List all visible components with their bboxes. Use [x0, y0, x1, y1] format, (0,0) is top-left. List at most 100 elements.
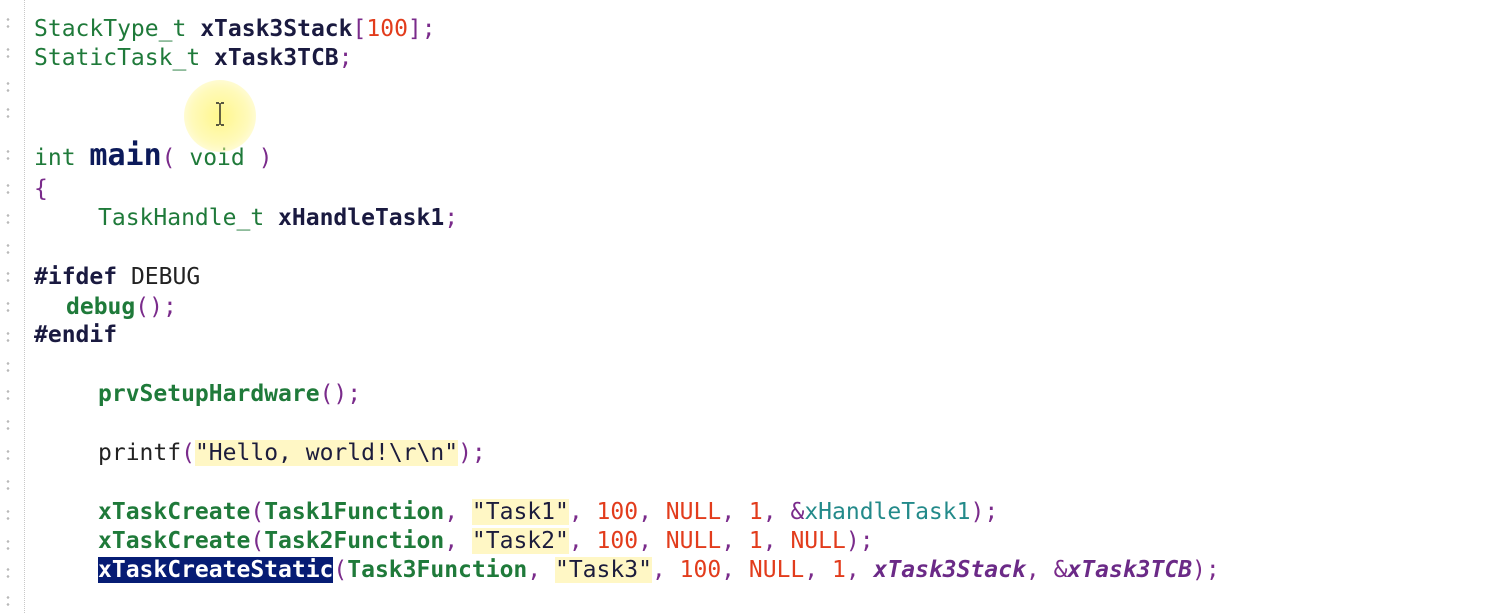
punctuation: ( — [161, 145, 190, 171]
punctuation: (); — [319, 381, 362, 407]
fold-marker — [6, 106, 10, 120]
punctuation: ]; — [407, 16, 436, 42]
fold-marker — [6, 16, 10, 30]
identifier-token: xTask3Stack — [873, 557, 1026, 583]
function-call-token: xTaskCreate — [98, 528, 251, 554]
punctuation: , — [804, 557, 832, 583]
code-line-1[interactable]: StackType_t xTask3Stack[100]; — [34, 14, 436, 44]
punctuation: { — [34, 176, 48, 202]
code-line-setup[interactable]: prvSetupHardware(); — [98, 379, 361, 409]
number-token: 1 — [831, 557, 846, 583]
string-literal: "Task2" — [471, 528, 569, 554]
constant-token: NULL — [790, 528, 846, 554]
punctuation: , — [638, 499, 666, 525]
number-token: 1 — [748, 528, 763, 554]
code-line-5[interactable]: TaskHandle_t xHandleTask1; — [98, 203, 458, 233]
punctuation: (); — [135, 294, 177, 320]
punctuation: , — [762, 499, 791, 525]
number-token: 100 — [596, 528, 639, 554]
punctuation: , — [444, 528, 472, 554]
punctuation: , — [568, 499, 597, 525]
space — [200, 45, 214, 71]
fold-marker — [6, 212, 10, 226]
preprocessor-token: #ifdef — [34, 264, 118, 290]
function-call-token: xTaskCreate — [98, 499, 251, 525]
editor-gutter — [0, 0, 25, 613]
identifier-token: Task1Function — [264, 499, 445, 525]
fold-marker — [6, 594, 10, 608]
type-token: TaskHandle_t — [98, 205, 265, 231]
constant-token: NULL — [665, 499, 722, 525]
punctuation: , — [638, 528, 666, 554]
code-line-printf[interactable]: printf("Hello, world!\r\n"); — [98, 438, 486, 468]
punctuation: , — [721, 499, 749, 525]
punctuation: ; — [444, 205, 459, 231]
text-cursor-icon — [216, 102, 224, 126]
punctuation: & — [790, 499, 805, 525]
space — [186, 16, 200, 42]
code-line-task2[interactable]: xTaskCreate(Task2Function, "Task2", 100,… — [98, 526, 874, 556]
punctuation: & — [1053, 557, 1068, 583]
string-literal: "Task1" — [471, 499, 569, 525]
punctuation: , — [651, 557, 680, 583]
space — [76, 145, 90, 171]
keyword-token: int — [34, 145, 76, 171]
code-line-endif[interactable]: #endif — [34, 320, 117, 350]
code-line-task1[interactable]: xTaskCreate(Task1Function, "Task1", 100,… — [98, 497, 998, 527]
fold-marker — [6, 270, 10, 284]
code-line-2[interactable]: StaticTask_t xTask3TCB; — [34, 43, 353, 73]
punctuation: [ — [352, 16, 367, 42]
identifier-token: Task2Function — [264, 528, 445, 554]
fold-marker — [6, 300, 10, 314]
punctuation: , — [721, 557, 749, 583]
function-name-main: main — [89, 138, 162, 173]
punctuation: , — [762, 528, 791, 554]
space — [117, 264, 131, 290]
fold-marker — [6, 508, 10, 522]
number-token: 100 — [596, 499, 639, 525]
punctuation: , — [1025, 557, 1054, 583]
fold-marker — [6, 148, 10, 162]
punctuation: ( — [333, 557, 348, 583]
selected-text[interactable]: xTaskCreateStatic — [98, 557, 334, 583]
code-line-task3[interactable]: xTaskCreateStatic(Task3Function, "Task3"… — [98, 555, 1220, 585]
punctuation: , — [444, 499, 472, 525]
fold-marker — [6, 538, 10, 552]
punctuation: , — [845, 557, 874, 583]
identifier-token: xTask3TCB — [214, 45, 339, 71]
fold-marker — [6, 448, 10, 462]
type-token: StaticTask_t — [34, 45, 201, 71]
code-line-debug[interactable]: debug(); — [66, 292, 177, 322]
fold-marker — [6, 388, 10, 402]
code-line-main[interactable]: int main( void ) — [34, 139, 272, 173]
number-token: 1 — [748, 499, 763, 525]
code-line-open-brace[interactable]: { — [34, 174, 48, 204]
constant-token: NULL — [748, 557, 805, 583]
identifier-token: Task3Function — [347, 557, 528, 583]
punctuation: ); — [1192, 557, 1220, 583]
punctuation: ( — [181, 440, 195, 466]
punctuation: , — [721, 528, 749, 554]
punctuation: ) — [244, 145, 273, 171]
punctuation: ( — [250, 499, 265, 525]
punctuation: , — [568, 528, 597, 554]
constant-token: NULL — [665, 528, 722, 554]
fold-marker — [6, 80, 10, 94]
number-token: 100 — [679, 557, 722, 583]
number-token: 100 — [366, 16, 408, 42]
punctuation: ; — [338, 45, 353, 71]
fold-marker — [6, 46, 10, 60]
string-literal: "Task3" — [554, 557, 652, 583]
punctuation: ); — [970, 499, 999, 525]
punctuation: ( — [250, 528, 265, 554]
space — [264, 205, 278, 231]
identifier-token: xTask3TCB — [1067, 557, 1193, 583]
identifier-token: xHandleTask1 — [278, 205, 445, 231]
macro-token: DEBUG — [130, 264, 201, 290]
fold-marker — [6, 360, 10, 374]
code-line-ifdef[interactable]: #ifdef DEBUG — [34, 262, 200, 292]
function-call-token: printf — [98, 440, 182, 466]
fold-marker — [6, 478, 10, 492]
fold-marker — [6, 330, 10, 344]
